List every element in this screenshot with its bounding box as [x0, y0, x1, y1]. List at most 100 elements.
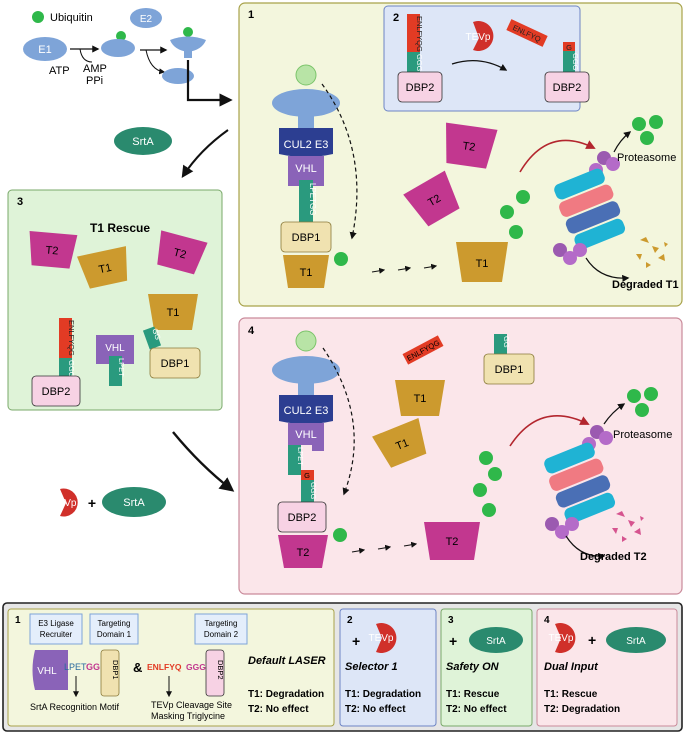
- panel-4-gg-tag: GG: [502, 336, 511, 348]
- bottom-box-1: 1 E3 Ligase Recruiter Targeting Domain 1…: [7, 608, 335, 727]
- e2-enzyme: [130, 8, 162, 28]
- panel-4-t2-left: T2: [297, 547, 310, 559]
- e1-enzyme: [23, 37, 67, 61]
- svg-text:T1: T1: [476, 258, 489, 270]
- panel-1-t2-lower: T2: [403, 170, 460, 227]
- svg-text:ENLFYQ: ENLFYQ: [147, 662, 182, 672]
- panel-4-proteasome: [544, 425, 616, 539]
- inset-tevp-label: TEVp: [465, 32, 490, 43]
- svg-text:Targeting: Targeting: [98, 619, 131, 628]
- ubiquitin-legend-label: Ubiquitin: [50, 12, 93, 24]
- inset-ggg-tag: GGG: [415, 54, 424, 72]
- svg-text:+: +: [588, 632, 596, 648]
- svg-text:T1: Degradation: T1: Degradation: [248, 689, 324, 700]
- svg-text:TEVp: TEVp: [368, 633, 393, 644]
- inset-g-residue: G: [566, 43, 572, 52]
- svg-text:E3 Ligase: E3 Ligase: [38, 619, 74, 628]
- inset-tevp-icon: [473, 21, 494, 51]
- amp-label: AMP: [83, 63, 107, 75]
- panel-4-vhl: VHL: [295, 429, 316, 441]
- panel-3-enlfyqg-tag: ENLFYQG: [67, 320, 76, 356]
- panel-3-gg-tag: GG: [150, 327, 163, 341]
- panel-4: 4 CUL2 E3 VHL LPET G GGG DBP2 T2 ENLFYQG…: [238, 317, 683, 595]
- ppi-label: PPi: [86, 75, 103, 87]
- panel-4-ggg-tag: GGG: [309, 482, 318, 500]
- svg-text:Default LASER: Default LASER: [248, 655, 326, 667]
- ubiquitin-on-e1: [116, 31, 126, 41]
- e1-charged: [101, 39, 135, 57]
- svg-text:T1: Degradation: T1: Degradation: [345, 689, 421, 700]
- svg-text:VHL: VHL: [37, 666, 57, 677]
- tevp-left-label: TEVp: [51, 498, 76, 509]
- e1-released: [162, 68, 194, 84]
- inset-dbp2-right: DBP2: [553, 82, 582, 94]
- svg-text:T1: T1: [414, 393, 427, 405]
- svg-text:T2: T2: [426, 192, 443, 209]
- svg-text:TEVp Cleavage Site: TEVp Cleavage Site: [151, 700, 232, 710]
- svg-text:T2: T2: [446, 536, 459, 548]
- panel-3-ggg-tag: GGG: [67, 360, 76, 378]
- svg-text:Targeting: Targeting: [205, 619, 238, 628]
- bottom-box-3: 3 + SrtA Safety ON T1: Rescue T2: No eff…: [440, 608, 533, 727]
- srta-left-icon: [102, 487, 166, 517]
- svg-text:DBP2: DBP2: [216, 660, 225, 680]
- svg-text:TEVp: TEVp: [548, 633, 573, 644]
- svg-text:T1: T1: [98, 262, 113, 276]
- bottom-summary: 1 E3 Ligase Recruiter Targeting Domain 1…: [2, 602, 683, 732]
- svg-text:Dual Input: Dual Input: [544, 661, 599, 673]
- svg-text:GG: GG: [86, 662, 100, 672]
- svg-text:T2: Degradation: T2: Degradation: [544, 704, 620, 715]
- svg-text:T1: Rescue: T1: Rescue: [544, 689, 598, 700]
- panel-1-lpetgg: LPETGG: [308, 183, 317, 215]
- svg-text:4: 4: [544, 615, 550, 626]
- svg-text:GGGG: GGGG: [186, 662, 213, 672]
- svg-text:DBP1: DBP1: [111, 660, 120, 680]
- svg-text:DBP1: DBP1: [161, 358, 190, 370]
- panel-3-title: T1 Rescue: [90, 221, 150, 235]
- svg-text:T2: T2: [462, 140, 476, 154]
- panel-1-degraded-fragments: [636, 237, 668, 268]
- svg-text:3: 3: [448, 615, 454, 626]
- ubiquitin-legend-icon: [32, 11, 44, 23]
- panel-1-vhl: VHL: [295, 163, 316, 175]
- svg-text:Domain 2: Domain 2: [204, 630, 239, 639]
- srta-top-label: SrtA: [132, 136, 154, 148]
- srta-left-label: SrtA: [123, 497, 145, 509]
- panel-1-inset: 2 ENLFYQG GGG DBP2 TEVp ENLFYQ G GGG DBP…: [383, 5, 590, 112]
- panel-1-cul2: CUL2 E3: [284, 139, 329, 151]
- svg-text:VHL: VHL: [105, 343, 125, 354]
- panel-1-proteasome: [553, 151, 626, 265]
- svg-text:SrtA: SrtA: [626, 636, 646, 647]
- plus-left: +: [88, 495, 96, 511]
- panel-4-proteasome-label: Proteasome: [613, 429, 672, 441]
- svg-text:LPET: LPET: [64, 662, 87, 672]
- inset-number: 2: [393, 12, 399, 24]
- panel-4-g-tag: G: [304, 471, 310, 480]
- svg-text:T2: T2: [45, 244, 59, 257]
- e1-label: E1: [38, 44, 51, 56]
- inset-dbp2-left: DBP2: [406, 82, 435, 94]
- panel-1-e3-complex: CUL2 E3 VHL LPETGG DBP1 T1: [272, 64, 358, 288]
- tevp-left-icon: [60, 488, 78, 517]
- svg-text:Recruiter: Recruiter: [40, 630, 73, 639]
- svg-text:T2: No effect: T2: No effect: [345, 704, 406, 715]
- panel-4-t2-ubiquitinated: [424, 522, 480, 560]
- svg-text:2: 2: [347, 615, 353, 626]
- svg-text:SrtA Recognition Motif: SrtA Recognition Motif: [30, 702, 120, 712]
- panel-1-number: 1: [248, 9, 254, 21]
- panel-4-dbp2: DBP2: [288, 512, 317, 524]
- panel-4-cul2: CUL2 E3: [284, 405, 329, 417]
- svg-text:T1: T1: [167, 307, 180, 319]
- bottom-box-4: 4 TEVp + SrtA Dual Input T1: Rescue T2: …: [536, 608, 678, 727]
- panel-4-number: 4: [248, 325, 255, 337]
- panel-4-degraded-label: Degraded T2: [580, 551, 647, 563]
- svg-text:T2: T2: [172, 247, 188, 262]
- svg-text:T1: Rescue: T1: Rescue: [446, 689, 500, 700]
- inset-enlfyqg-tag: ENLFYQG: [415, 16, 424, 52]
- ubiquitin-on-e2: [183, 27, 193, 37]
- e2-charged: [170, 36, 206, 52]
- e2-label: E2: [140, 14, 153, 25]
- inset-ggg-right: GGG: [571, 53, 580, 71]
- svg-text:&: &: [133, 660, 142, 675]
